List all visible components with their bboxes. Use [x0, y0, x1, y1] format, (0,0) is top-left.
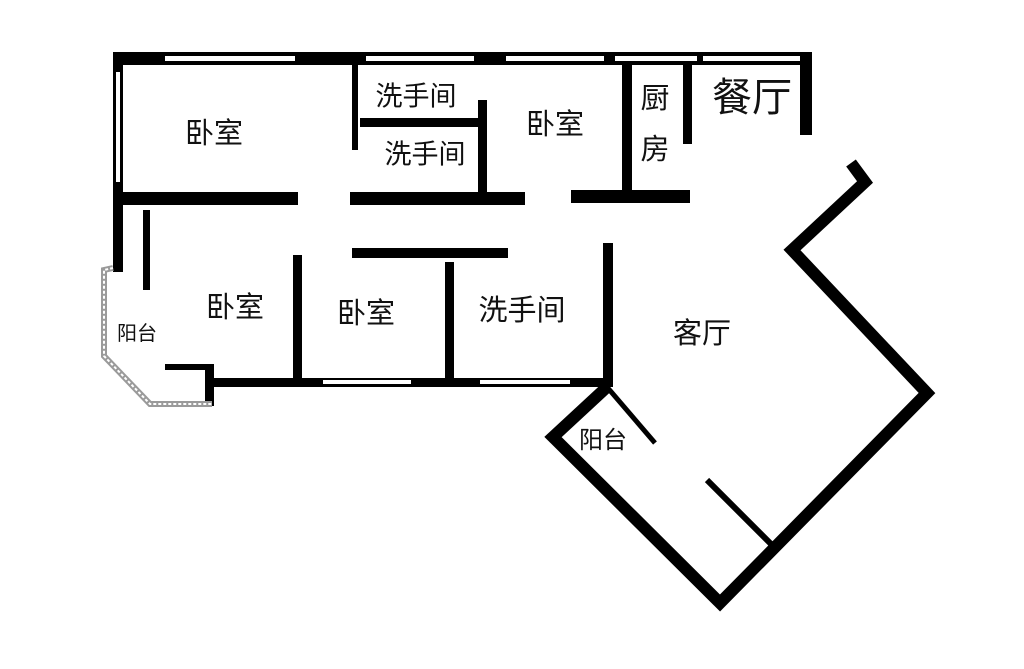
room-label: 卧室 — [337, 296, 395, 330]
window — [323, 380, 411, 384]
bathroom-wall — [352, 64, 358, 150]
dining-right-wall — [800, 52, 812, 135]
room-label: 卧室 — [526, 107, 584, 141]
room-labels: 卧室 洗手间 洗手间 卧室 厨 房 餐厅 卧室 卧室 洗手间 阳台 客厅 阳台 — [117, 75, 792, 454]
room-label: 卧室 — [185, 116, 243, 150]
bedroom-wall — [445, 262, 454, 385]
living-wall — [603, 243, 613, 385]
balcony-wall — [143, 210, 150, 290]
room-label: 洗手间 — [376, 82, 457, 113]
room-label: 客厅 — [673, 316, 731, 350]
kitchen-bedroom-wall — [622, 64, 632, 196]
corridor-wall — [113, 192, 298, 205]
balcony-railing — [103, 267, 212, 405]
window — [366, 56, 474, 61]
bedroom-wall — [352, 248, 508, 258]
window — [703, 56, 800, 61]
room-label: 餐厅 — [712, 75, 792, 121]
corridor-wall — [350, 192, 525, 205]
bedroom-wall — [293, 255, 302, 385]
corridor-wall — [571, 190, 690, 203]
bathroom-wall — [360, 118, 482, 127]
room-label: 厨 — [640, 81, 669, 115]
bathroom-wall — [478, 100, 487, 195]
room-label: 洗手间 — [478, 293, 565, 327]
room-label: 卧室 — [206, 290, 264, 324]
room-label: 阳台 — [117, 321, 157, 345]
room-label: 房 — [640, 132, 669, 166]
window — [506, 56, 604, 61]
bottom-wall — [213, 378, 613, 387]
room-label: 阳台 — [579, 426, 627, 454]
window — [615, 56, 697, 61]
living-outer-wall — [544, 159, 936, 612]
walls — [101, 52, 936, 612]
kitchen-dining-wall — [683, 64, 692, 144]
balcony-wall — [165, 364, 213, 370]
room-label: 洗手间 — [385, 140, 466, 171]
balcony-divider — [605, 385, 657, 445]
window — [480, 380, 570, 384]
window — [165, 56, 295, 61]
living-partition — [704, 477, 775, 548]
window — [116, 72, 120, 182]
balcony-wall — [205, 364, 214, 406]
